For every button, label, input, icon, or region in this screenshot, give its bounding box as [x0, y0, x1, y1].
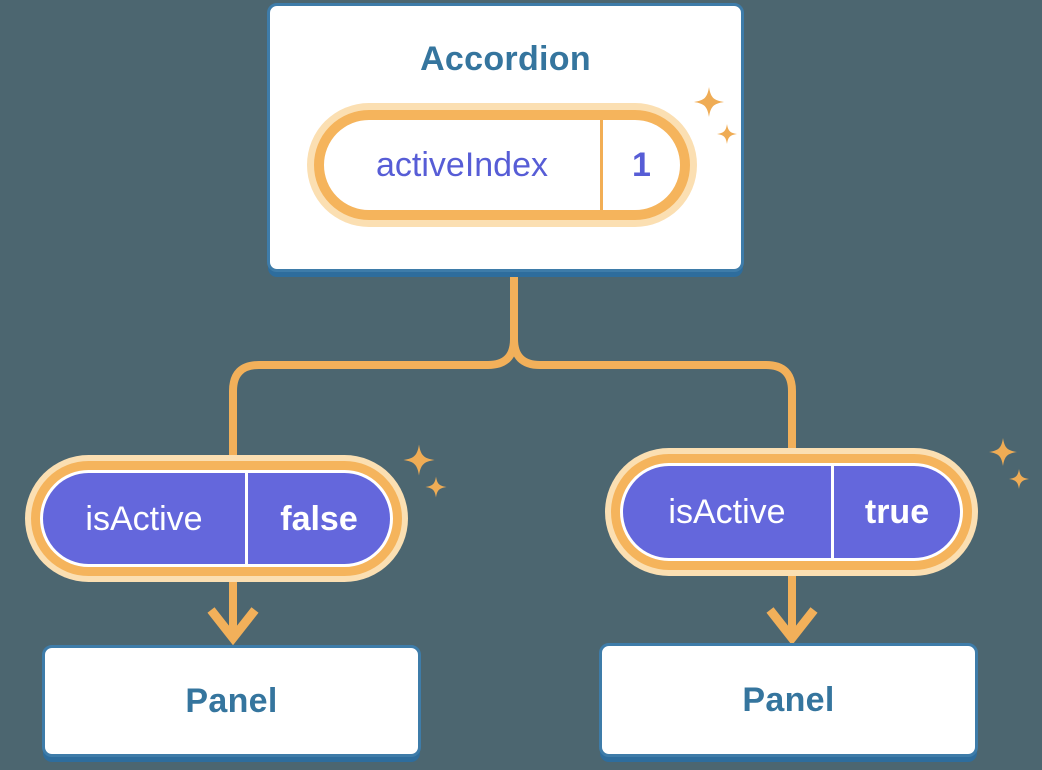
state-pill-divider [600, 120, 603, 210]
state-pill-body: activeIndex 1 [314, 110, 690, 220]
accordion-title: Accordion [420, 40, 591, 78]
panel-title: Panel [185, 682, 278, 720]
sparkle-icon [989, 438, 1029, 489]
state-name-label: activeIndex [376, 146, 548, 184]
prop-value-label: true [864, 493, 930, 531]
prop-pill-divider [245, 473, 248, 564]
prop-value-cell: true [834, 466, 960, 558]
state-value-label: 1 [632, 146, 651, 184]
prop-pill-left: isActive false [25, 455, 408, 582]
prop-value-label: false [280, 499, 358, 538]
prop-pill-divider [831, 466, 834, 558]
prop-pill-left-body: isActive false [43, 473, 390, 564]
state-name-cell: activeIndex [324, 120, 600, 210]
sparkle-icon [403, 444, 447, 498]
panel-card-left: Panel [42, 645, 421, 757]
state-pill: activeIndex 1 [307, 103, 697, 227]
arrow-down-icon [766, 607, 818, 646]
prop-pill-left-ring: isActive false [31, 461, 402, 576]
prop-name-label: isActive [668, 493, 786, 531]
arrow-down-icon [207, 607, 259, 646]
prop-pill-right: isActive true [605, 448, 978, 576]
sparkle-icon [694, 87, 737, 144]
state-value-cell: 1 [603, 120, 680, 210]
prop-pill-right-body: isActive true [623, 466, 960, 558]
prop-name-cell: isActive [43, 473, 245, 564]
panel-title: Panel [742, 681, 835, 719]
prop-value-cell: false [248, 473, 390, 564]
prop-name-cell: isActive [623, 466, 831, 558]
prop-name-label: isActive [85, 499, 203, 538]
prop-pill-left-halo: isActive false [25, 455, 408, 582]
connector-right [510, 271, 796, 632]
prop-pill-right-halo: isActive true [605, 448, 978, 576]
panel-card-right: Panel [599, 643, 978, 757]
state-pill-halo: activeIndex 1 [307, 103, 697, 227]
prop-pill-right-ring: isActive true [611, 454, 972, 570]
